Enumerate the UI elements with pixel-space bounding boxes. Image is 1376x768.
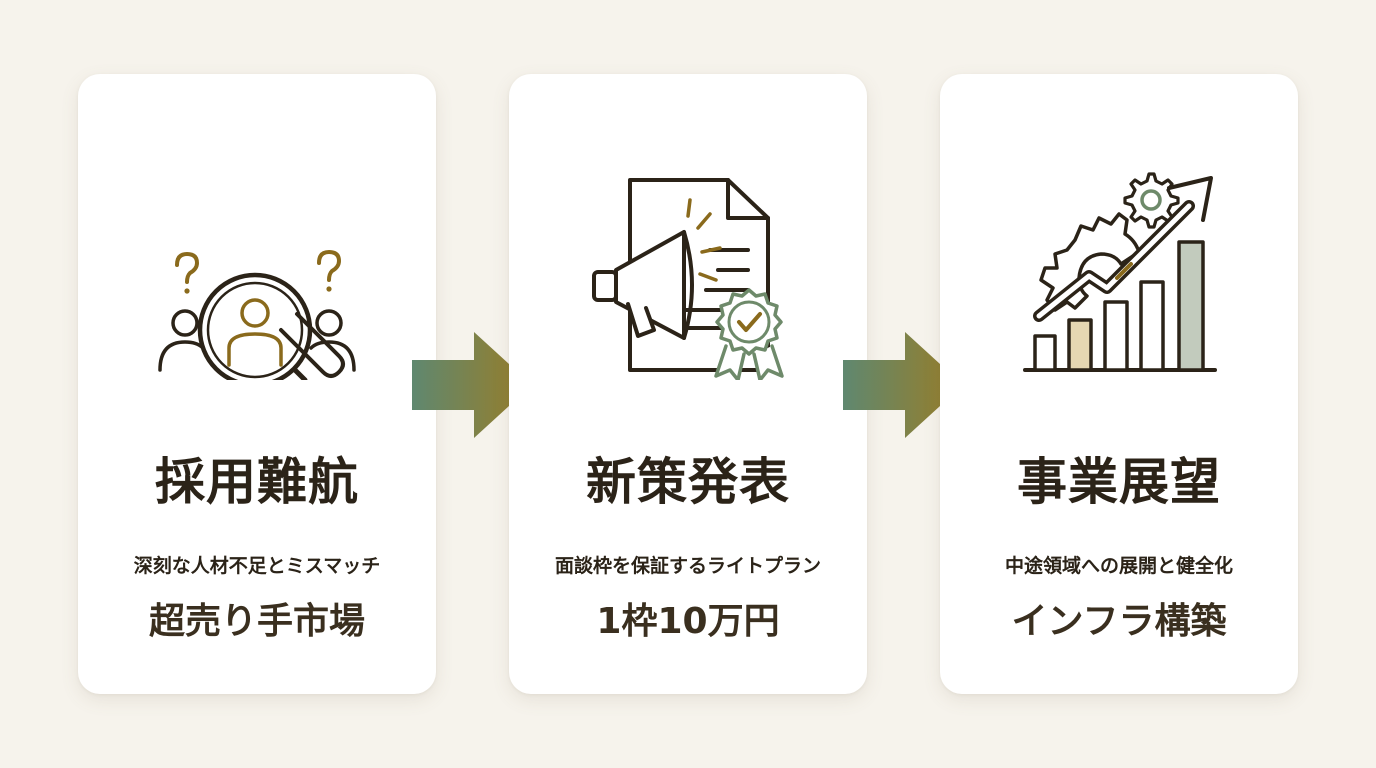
step-card-announcement: 新策発表 面談枠を保証するライトプラン 1枠10万円 — [509, 74, 867, 694]
step-title: 新策発表 — [586, 452, 790, 511]
step-card-recruiting: 採用難航 深刻な人材不足とミスマッチ 超売り手市場 — [78, 74, 436, 694]
step-card-outlook: 事業展望 中途領域への展開と健全化 インフラ構築 — [940, 74, 1298, 694]
step-title: 事業展望 — [1017, 452, 1221, 511]
step-title: 採用難航 — [155, 452, 359, 511]
step-subtitle: 中途領域への展開と健全化 — [1004, 555, 1233, 577]
search-candidates-icon — [157, 170, 357, 380]
arrow-right-icon — [410, 332, 534, 438]
step-keyword: インフラ構築 — [1011, 601, 1227, 642]
megaphone-document-icon — [588, 170, 788, 380]
step-subtitle: 深刻な人材不足とミスマッチ — [133, 555, 381, 577]
growth-chart-gear-icon — [1019, 170, 1219, 380]
arrow-right-icon — [841, 332, 965, 438]
step-subtitle: 面談枠を保証するライトプラン — [554, 555, 821, 577]
step-keyword: 超売り手市場 — [148, 601, 365, 642]
step-keyword: 1枠10万円 — [596, 601, 780, 642]
